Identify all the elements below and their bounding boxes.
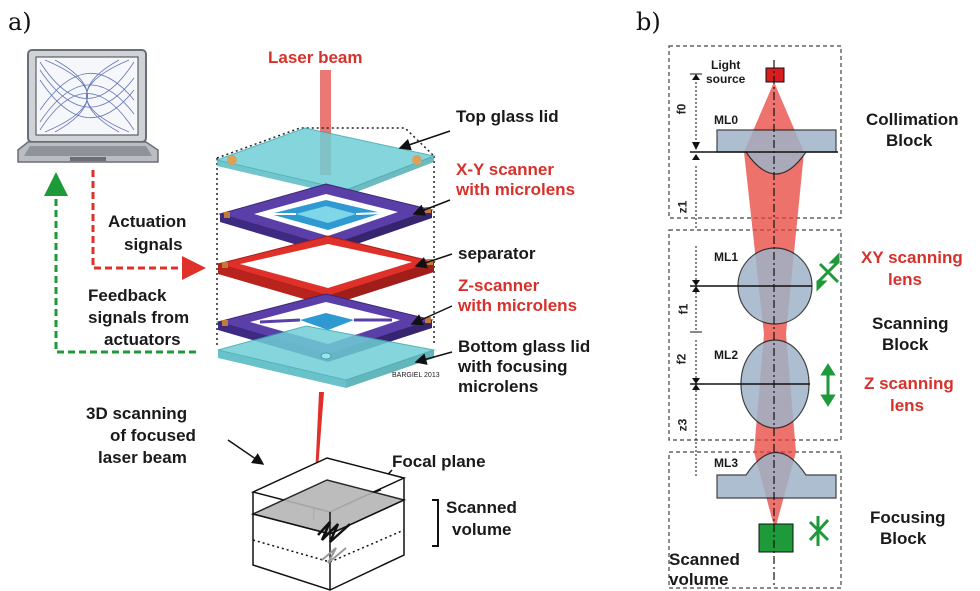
scanning-3d-label-1: 3D scanning bbox=[86, 404, 188, 423]
collimation-block-label-2: Block bbox=[886, 131, 933, 150]
z-scanner-label-2: with microlens bbox=[458, 296, 578, 315]
feedback-label-3: actuators bbox=[104, 330, 181, 349]
scan-path-icon bbox=[317, 521, 351, 543]
xy-scanner-label-2: with microlens bbox=[456, 180, 576, 199]
light-source-icon bbox=[765, 67, 785, 83]
focus-motion-icon bbox=[808, 516, 830, 546]
collimation-block-label-1: Collimation bbox=[866, 110, 959, 129]
scanning-3d-label-2: of focused bbox=[110, 426, 196, 445]
feedback-arrow bbox=[44, 172, 196, 354]
bottom-lid-label-1: Bottom glass lid bbox=[458, 337, 591, 356]
top-glass-lid bbox=[215, 127, 436, 191]
laptop-icon bbox=[17, 49, 159, 163]
dim-z1: z1 bbox=[675, 200, 690, 214]
bottom-lid-label-3: microlens bbox=[458, 377, 539, 396]
lens-ml3-label: ML3 bbox=[714, 456, 738, 470]
scanning-block-label-1: Scanning bbox=[872, 314, 949, 333]
actuation-label-2: signals bbox=[124, 235, 183, 254]
z-scanner-label-1: Z-scanner bbox=[458, 276, 540, 295]
bottom-lid-label-2: with focusing bbox=[458, 357, 568, 376]
actuation-arrow bbox=[91, 170, 206, 280]
dim-f2: f2 bbox=[674, 353, 689, 365]
light-source-label-1: Light bbox=[711, 58, 741, 72]
focusing-block-label-2: Block bbox=[880, 529, 927, 548]
panel-b-label: b) bbox=[636, 8, 661, 36]
lens-ml2-label: ML2 bbox=[714, 348, 738, 362]
scanning-block-label-2: Block bbox=[882, 335, 929, 354]
feedback-label-2: signals from bbox=[88, 308, 190, 327]
laser-beam-in bbox=[320, 70, 331, 175]
scanned-volume-b-label-2: volume bbox=[669, 570, 729, 589]
scanned-volume-a-label-1: Scanned bbox=[446, 498, 517, 517]
dim-f1: f1 bbox=[676, 303, 691, 315]
actuation-label-1: Actuation bbox=[108, 212, 187, 231]
xy-motion-icon bbox=[816, 252, 840, 292]
lens-ml0-label: ML0 bbox=[714, 113, 738, 127]
dim-z3: z3 bbox=[675, 418, 690, 432]
xy-scanner-label-1: X-Y scanner bbox=[456, 160, 554, 179]
xy-scanning-lens-label-2: lens bbox=[888, 270, 923, 289]
dim-f0: f0 bbox=[674, 103, 689, 115]
top-glass-lid-label: Top glass lid bbox=[456, 107, 559, 126]
z-motion-icon bbox=[820, 363, 836, 407]
scanned-volume-b-label-1: Scanned bbox=[669, 550, 740, 569]
scanning-3d-label-3: laser beam bbox=[98, 448, 187, 467]
feedback-label-1: Feedback bbox=[88, 286, 167, 305]
z-scanning-lens-label-1: Z scanning bbox=[864, 374, 954, 393]
z-scanning-lens-label-2: lens bbox=[890, 396, 925, 415]
scanned-volume-icon bbox=[758, 523, 794, 553]
panel-a-label: a) bbox=[8, 8, 32, 36]
xy-scanning-lens-label-1: XY scanning bbox=[861, 248, 963, 267]
separator-frame bbox=[216, 235, 436, 306]
focal-plane-label: Focal plane bbox=[392, 452, 486, 471]
scanned-volume-box bbox=[250, 457, 407, 591]
light-source-label-2: source bbox=[706, 72, 746, 86]
laser-beam-label: Laser beam bbox=[268, 48, 363, 67]
device-enclosure bbox=[216, 127, 435, 345]
watermark: BARGIEL 2013 bbox=[392, 372, 440, 379]
separator-label: separator bbox=[458, 244, 536, 263]
lens-ml1-label: ML1 bbox=[714, 250, 738, 264]
focusing-block-label-1: Focusing bbox=[870, 508, 946, 527]
scanned-volume-a-label-2: volume bbox=[452, 520, 512, 539]
volume-bracket bbox=[432, 499, 439, 547]
